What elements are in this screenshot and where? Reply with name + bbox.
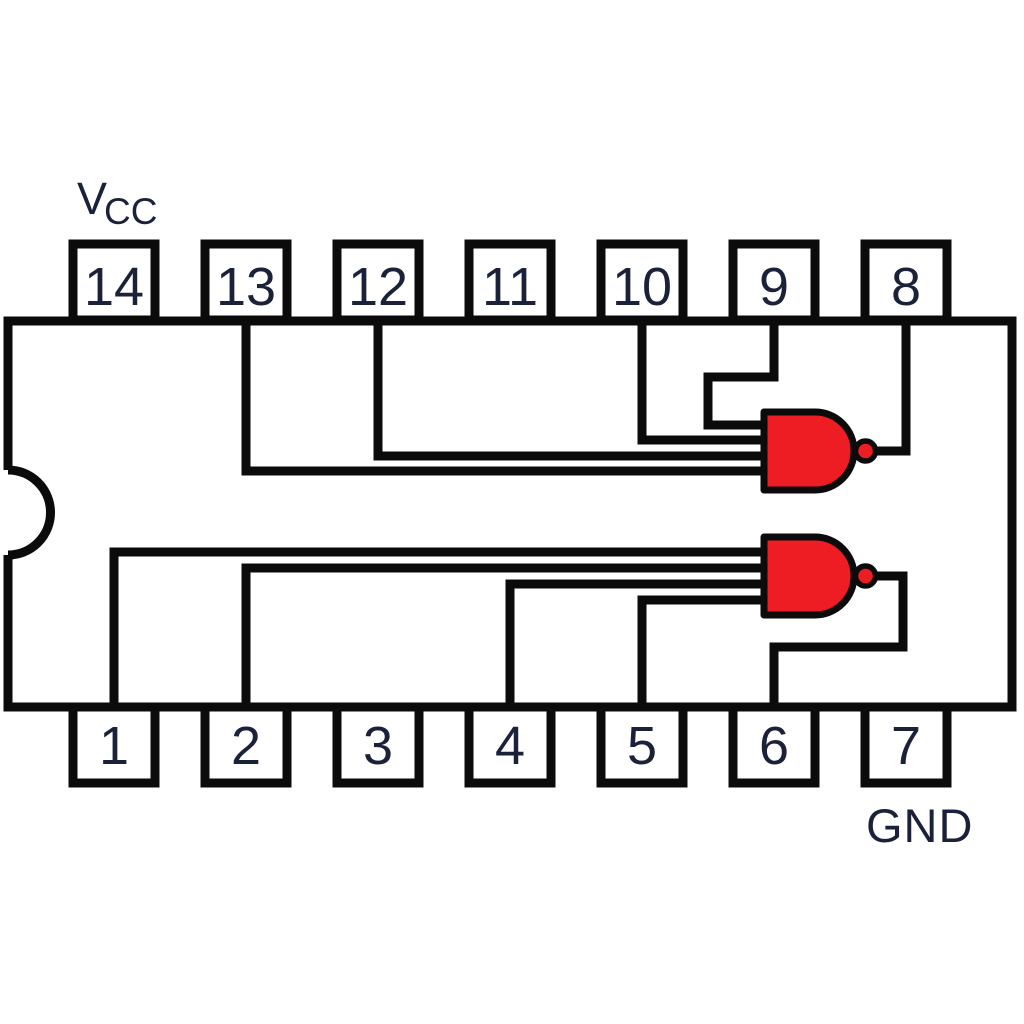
pin-7: 7 — [860, 702, 952, 788]
pin-14: 14 — [68, 239, 160, 325]
pin-13-box — [200, 239, 292, 325]
pin-6-box — [728, 702, 820, 788]
pin-11-box — [464, 239, 556, 325]
pin-4-number: 4 — [495, 716, 525, 776]
pin-7-box — [860, 702, 952, 788]
nand-gate-lower — [760, 533, 879, 619]
pin-4-box — [464, 702, 556, 788]
wire-pin-1-to-lower-gate — [109, 547, 772, 730]
pin-9: 9 — [728, 239, 820, 325]
wire-pin-13-to-upper-gate — [241, 300, 772, 476]
pin-3: 3 — [332, 702, 424, 788]
wire-pin-9-to-upper-gate — [703, 300, 779, 430]
wire-pin-5-to-lower-gate — [637, 595, 772, 730]
pin-5-number: 5 — [627, 716, 657, 776]
ic-body-outline — [3, 316, 1017, 712]
pin-2: 2 — [200, 702, 292, 788]
pin-2-box — [200, 702, 292, 788]
pin-row-bottom: 1 2 3 4 5 6 7 — [68, 702, 952, 788]
pin-11: 11 — [464, 239, 556, 325]
nand-gate-upper — [760, 408, 879, 494]
pin-3-number: 3 — [363, 716, 393, 776]
pin-10-box — [596, 239, 688, 325]
nand-gate-upper-body — [760, 408, 858, 494]
pin-10: 10 — [596, 239, 688, 325]
pin-12-number: 12 — [348, 257, 408, 317]
pin-12: 12 — [332, 239, 424, 325]
wire-upper-gate-output-to-pin-8 — [876, 300, 911, 456]
pin-8: 8 — [860, 239, 952, 325]
pin-7-number: 7 — [891, 716, 921, 776]
pin-10-number: 10 — [612, 257, 672, 317]
nand-gate-upper-inverter-bubble — [852, 438, 879, 464]
gnd-label: GND — [866, 799, 973, 852]
vcc-label: V CC — [77, 173, 157, 232]
pin-9-number: 9 — [759, 257, 789, 317]
pin-8-number: 8 — [891, 257, 921, 317]
pin-6-number: 6 — [759, 716, 789, 776]
pin-5: 5 — [596, 702, 688, 788]
pin-1-box — [68, 702, 160, 788]
pin-row-top: 14 13 12 11 10 9 8 — [68, 239, 952, 325]
pin-13-number: 13 — [216, 257, 276, 317]
wire-pin-10-to-upper-gate — [637, 300, 772, 445]
pin-3-box — [332, 702, 424, 788]
wire-lower-gate-output-to-pin-6 — [769, 571, 908, 730]
pin-1: 1 — [68, 702, 160, 788]
pin-8-box — [860, 239, 952, 325]
pin-14-number: 14 — [84, 257, 144, 317]
nand-gate-lower-body — [760, 533, 858, 619]
wire-pin-12-to-upper-gate — [373, 300, 772, 461]
pin-12-box — [332, 239, 424, 325]
pin-6: 6 — [728, 702, 820, 788]
pin-4: 4 — [464, 702, 556, 788]
pin-11-number: 11 — [482, 257, 538, 317]
pin-13: 13 — [200, 239, 292, 325]
wire-pin-2-to-lower-gate — [241, 563, 772, 730]
pin-9-box — [728, 239, 820, 325]
wire-pin-4-to-lower-gate — [505, 579, 772, 730]
wire-layer — [109, 300, 911, 730]
pin-5-box — [596, 702, 688, 788]
pin-14-box — [68, 239, 160, 325]
pin-2-number: 2 — [231, 716, 261, 776]
nand-gate-lower-inverter-bubble — [852, 563, 879, 589]
pin-1-number: 1 — [99, 716, 129, 776]
